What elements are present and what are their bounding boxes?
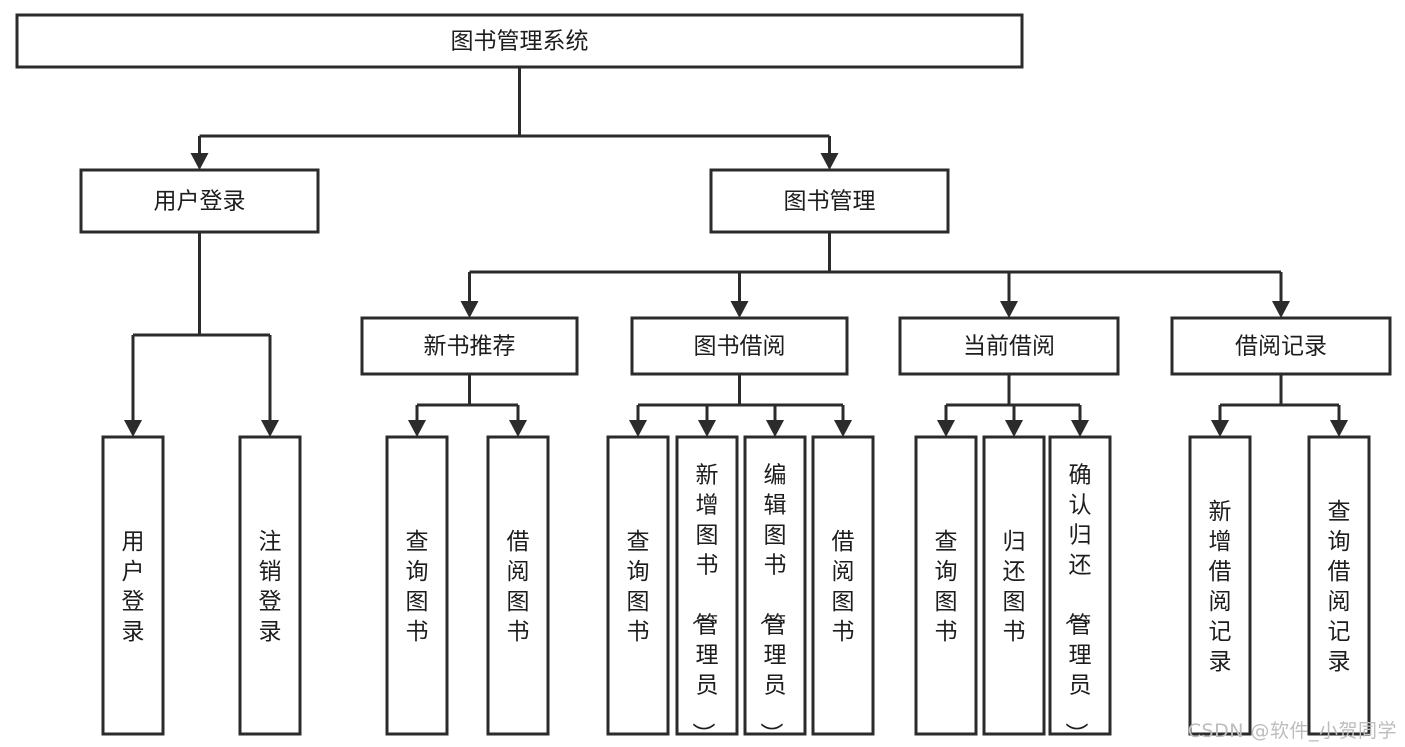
node-new-book-recommend[interactable]: 新书推荐 — [360, 316, 579, 376]
leaf-borrow-book-box[interactable] — [811, 435, 875, 736]
node-book-manage[interactable]: 图书管理 — [709, 168, 950, 234]
node-leaf-edit-book-admin[interactable]: 编辑图书（管理员） — [743, 435, 807, 745]
userlogin-to-leaves-arrowhead-0 — [124, 420, 142, 437]
new-book-recommend-label: 新书推荐 — [424, 334, 516, 360]
root-to-level2-arrowhead-1 — [820, 153, 839, 170]
user-login-box[interactable] — [79, 168, 320, 234]
node-book-borrow[interactable]: 图书借阅 — [630, 316, 849, 376]
leaf-query-book-rec-box[interactable] — [385, 435, 449, 736]
connector-currentborrow-to-leaves — [937, 374, 1089, 437]
bookmanage-to-level3-arrowhead-3 — [1272, 301, 1290, 318]
leaf-query-book-current-label: 查询图书 — [935, 529, 958, 645]
leaf-query-book-borrow-box[interactable] — [606, 435, 670, 736]
newbook-to-leaves-arrowhead-0 — [408, 420, 426, 437]
leaf-user-login-label: 用户登录 — [122, 529, 145, 645]
leaf-confirm-return-admin-box[interactable] — [1048, 435, 1112, 736]
connector-newbook-to-leaves — [408, 374, 527, 437]
node-leaf-user-logout[interactable]: 注销登录 — [238, 435, 302, 736]
borrowrecord-to-leaves-arrowhead-0 — [1211, 420, 1229, 437]
leaf-confirm-return-admin-label: 确认归还（管理员） — [1063, 462, 1092, 745]
bookborrow-to-leaves-arrowhead-0 — [629, 420, 647, 437]
borrow-record-box[interactable] — [1170, 316, 1392, 376]
node-leaf-query-borrow-record[interactable]: 查询借阅记录 — [1307, 435, 1371, 736]
currentborrow-to-leaves-arrowhead-0 — [937, 420, 955, 437]
leaf-edit-book-admin-box[interactable] — [743, 435, 807, 736]
leaf-query-borrow-record-box[interactable] — [1307, 435, 1371, 736]
leaf-return-book-box[interactable] — [982, 435, 1046, 736]
leaf-add-borrow-record-box[interactable] — [1188, 435, 1252, 736]
leaf-user-logout-box[interactable] — [238, 435, 302, 736]
level3-layer: 新书推荐 图书借阅 当前借阅 借阅记录 — [360, 316, 1392, 376]
leaf-borrow-book-rec-label: 借阅图书 — [507, 529, 530, 645]
bookmanage-to-level3-arrowhead-0 — [460, 301, 479, 318]
bookmanage-to-level3-arrowhead-1 — [730, 301, 749, 318]
newbook-to-leaves-arrowhead-1 — [509, 420, 527, 437]
bookborrow-to-leaves-arrowhead-2 — [766, 420, 784, 437]
user-login-label: 用户登录 — [154, 189, 246, 215]
level2-layer: 用户登录 图书管理 — [79, 168, 950, 234]
current-borrow-label: 当前借阅 — [963, 334, 1055, 360]
leaf-query-borrow-record-label: 查询借阅记录 — [1328, 499, 1351, 675]
node-leaf-add-book-admin[interactable]: 新增图书（管理员） — [675, 435, 739, 745]
book-manage-box[interactable] — [709, 168, 950, 234]
bookmanage-to-level3-arrowhead-2 — [1000, 301, 1018, 318]
node-leaf-query-book-rec[interactable]: 查询图书 — [385, 435, 449, 736]
leaf-add-borrow-record-label: 新增借阅记录 — [1209, 499, 1232, 675]
book-borrow-label: 图书借阅 — [694, 334, 786, 360]
borrowrecord-to-leaves-arrowhead-1 — [1330, 420, 1348, 437]
node-leaf-return-book[interactable]: 归还图书 — [982, 435, 1046, 736]
node-leaf-query-book-current[interactable]: 查询图书 — [914, 435, 978, 736]
node-leaf-confirm-return-admin[interactable]: 确认归还（管理员） — [1048, 435, 1112, 745]
book-borrow-box[interactable] — [630, 316, 849, 376]
connector-borrowrecord-to-leaves — [1211, 374, 1348, 437]
node-borrow-record[interactable]: 借阅记录 — [1170, 316, 1392, 376]
leaf-user-logout-label: 注销登录 — [259, 529, 282, 645]
connector-userlogin-to-leaves — [124, 232, 279, 437]
root-to-level2-arrowhead-0 — [190, 153, 209, 170]
node-root-label: 图书管理系统 — [451, 29, 589, 55]
leaf-user-login-box[interactable] — [101, 435, 165, 736]
leaf-query-book-borrow-label: 查询图书 — [627, 529, 650, 645]
edges-layer — [124, 67, 1348, 437]
leaf-query-book-current-box[interactable] — [914, 435, 978, 736]
leaf-add-book-admin-label: 新增图书（管理员） — [690, 462, 719, 745]
borrow-record-label: 借阅记录 — [1235, 334, 1327, 360]
bookborrow-to-leaves-arrowhead-3 — [834, 420, 852, 437]
leaf-borrow-book-rec-box[interactable] — [486, 435, 550, 736]
currentborrow-to-leaves-arrowhead-1 — [1005, 420, 1023, 437]
node-root[interactable]: 图书管理系统 — [15, 13, 1024, 69]
new-book-recommend-box[interactable] — [360, 316, 579, 376]
connector-root-to-level2 — [190, 67, 839, 170]
leaf-add-book-admin-box[interactable] — [675, 435, 739, 736]
node-current-borrow[interactable]: 当前借阅 — [898, 316, 1120, 376]
leaf-borrow-book-label: 借阅图书 — [832, 529, 855, 645]
node-leaf-borrow-book[interactable]: 借阅图书 — [811, 435, 875, 736]
node-user-login[interactable]: 用户登录 — [79, 168, 320, 234]
node-leaf-borrow-book-rec[interactable]: 借阅图书 — [486, 435, 550, 736]
userlogin-to-leaves-arrowhead-1 — [261, 420, 279, 437]
watermark-text: CSDN @软件_小贺同学 — [1187, 720, 1397, 742]
bookborrow-to-leaves-arrowhead-1 — [698, 420, 716, 437]
leaf-query-book-rec-label: 查询图书 — [406, 529, 429, 645]
leaf-return-book-label: 归还图书 — [1003, 529, 1026, 645]
currentborrow-to-leaves-arrowhead-2 — [1071, 420, 1089, 437]
leaves-layer: 用户登录 注销登录 查询图书 借阅图书 查询图书 新增图书（管理员） 编辑图书（管理员） 借阅… — [101, 435, 1371, 745]
node-leaf-user-login[interactable]: 用户登录 — [101, 435, 165, 736]
connector-bookmanage-to-level3 — [460, 232, 1290, 318]
node-leaf-query-book-borrow[interactable]: 查询图书 — [606, 435, 670, 736]
leaf-edit-book-admin-label: 编辑图书（管理员） — [758, 462, 787, 745]
current-borrow-box[interactable] — [898, 316, 1120, 376]
book-manage-label: 图书管理 — [784, 189, 876, 215]
node-root-box[interactable] — [15, 13, 1024, 69]
connector-bookborrow-to-leaves — [629, 374, 852, 437]
node-leaf-add-borrow-record[interactable]: 新增借阅记录 — [1188, 435, 1252, 736]
